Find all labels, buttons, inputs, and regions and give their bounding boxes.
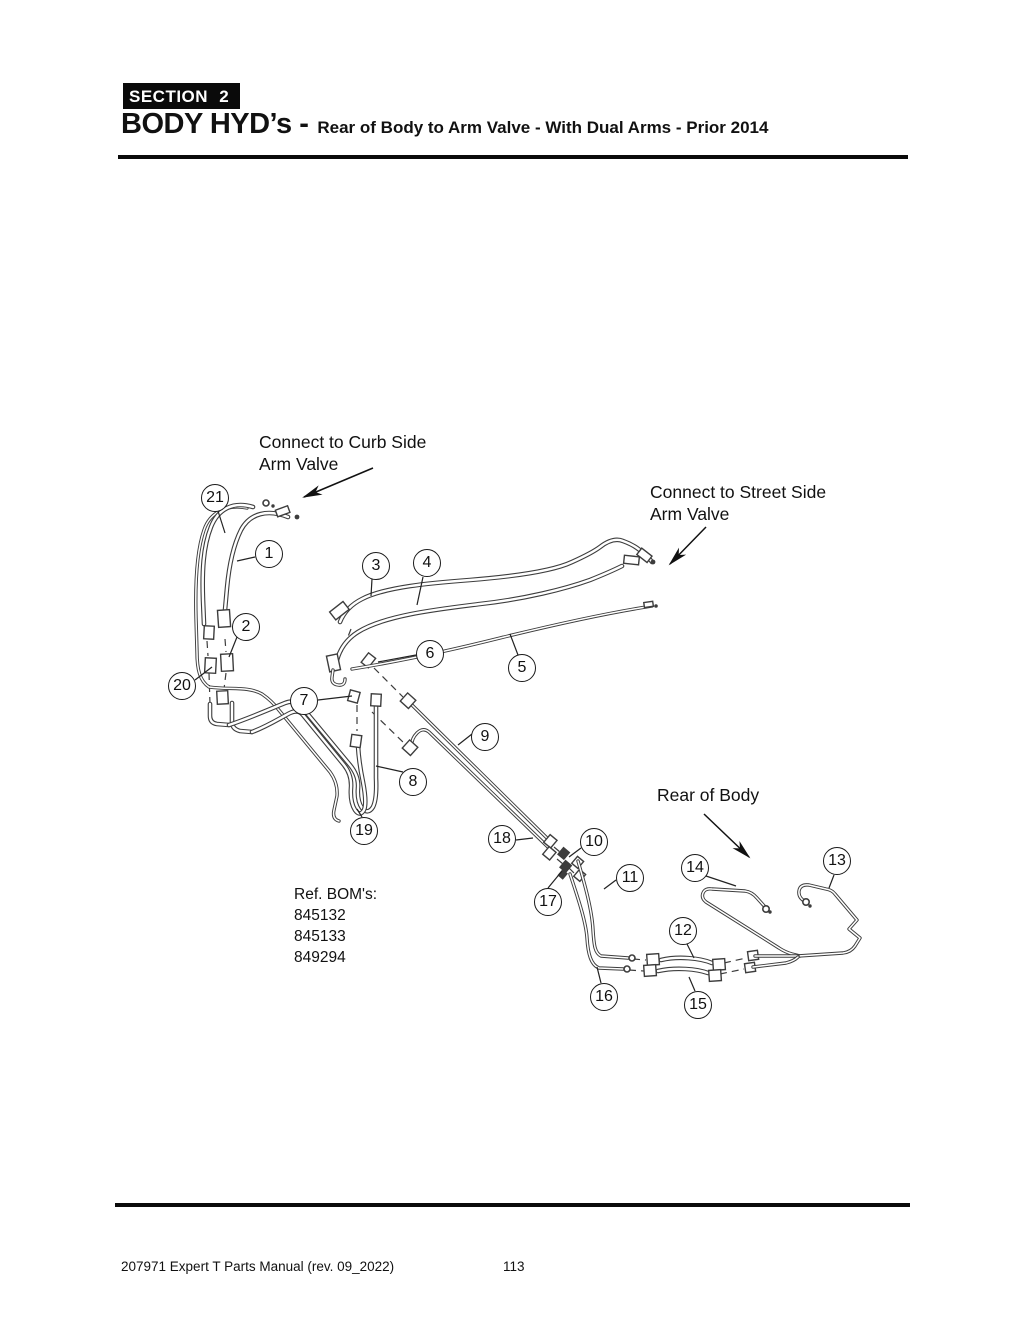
callout-1: 1 xyxy=(255,540,283,568)
page-title-main: BODY HYD’s - xyxy=(121,108,309,140)
curb-side-label: Connect to Curb Side Arm Valve xyxy=(259,431,426,475)
loop-hoses xyxy=(226,651,383,816)
street-side-arrow xyxy=(668,526,707,566)
curb-side-label-line1: Connect to Curb Side xyxy=(259,432,427,452)
callout-2: 2 xyxy=(232,613,260,641)
hoses-12-15 xyxy=(642,949,760,983)
tubes-9-18 xyxy=(399,691,552,851)
tube-5 xyxy=(350,600,658,671)
footer-rule xyxy=(115,1203,910,1207)
callout-7: 7 xyxy=(290,687,318,715)
callout-17: 17 xyxy=(534,888,562,916)
fitting-cluster-10-17 xyxy=(541,833,587,883)
ref-bom-item: 845132 xyxy=(294,907,346,924)
page-title: BODY HYD’s - Rear of Body to Arm Valve -… xyxy=(121,108,768,141)
footer-page-number: 113 xyxy=(503,1259,525,1274)
ref-bom-block: Ref. BOM's: 845132 845133 849294 xyxy=(294,884,377,968)
callout-15: 15 xyxy=(684,991,712,1019)
callout-19: 19 xyxy=(350,817,378,845)
callout-5: 5 xyxy=(508,654,536,682)
curb-side-label-line2: Arm Valve xyxy=(259,454,339,474)
ref-bom-item: 845133 xyxy=(294,928,346,945)
callout-3: 3 xyxy=(362,552,390,580)
page-title-sub: Rear of Body to Arm Valve - With Dual Ar… xyxy=(317,118,769,137)
header-rule xyxy=(118,155,908,159)
callout-10: 10 xyxy=(580,828,608,856)
street-side-hoses xyxy=(325,537,656,687)
callout-6: 6 xyxy=(416,640,444,668)
tubes-13-14 xyxy=(700,883,862,969)
curb-side-hose-bundle xyxy=(194,499,341,823)
tubes-11-16 xyxy=(568,859,636,973)
alignment-dashed-lines xyxy=(206,628,747,975)
curb-side-arrow xyxy=(302,467,374,498)
callout-11: 11 xyxy=(616,864,644,892)
callout-14: 14 xyxy=(681,854,709,882)
callout-leader-lines xyxy=(194,510,835,992)
annotation-arrows xyxy=(302,467,751,859)
callout-13: 13 xyxy=(823,847,851,875)
rear-of-body-arrow xyxy=(703,813,751,859)
callout-18: 18 xyxy=(488,825,516,853)
street-side-label-line1: Connect to Street Side xyxy=(650,482,827,502)
street-side-label: Connect to Street Side Arm Valve xyxy=(650,481,826,525)
ref-bom-heading: Ref. BOM's: xyxy=(294,886,378,903)
rear-of-body-label: Rear of Body xyxy=(657,785,760,805)
callout-9: 9 xyxy=(471,723,499,751)
footer-manual-ref: 207971 Expert T Parts Manual (rev. 09_20… xyxy=(121,1259,395,1274)
callout-16: 16 xyxy=(590,983,618,1011)
street-side-label-line2: Arm Valve xyxy=(650,504,730,524)
callout-12: 12 xyxy=(669,917,697,945)
callout-21: 21 xyxy=(201,484,229,512)
ref-bom-item: 849294 xyxy=(294,949,346,966)
callout-8: 8 xyxy=(399,768,427,796)
section-badge: SECTION 2 xyxy=(123,83,241,109)
callout-20: 20 xyxy=(168,672,196,700)
callout-4: 4 xyxy=(413,549,441,577)
